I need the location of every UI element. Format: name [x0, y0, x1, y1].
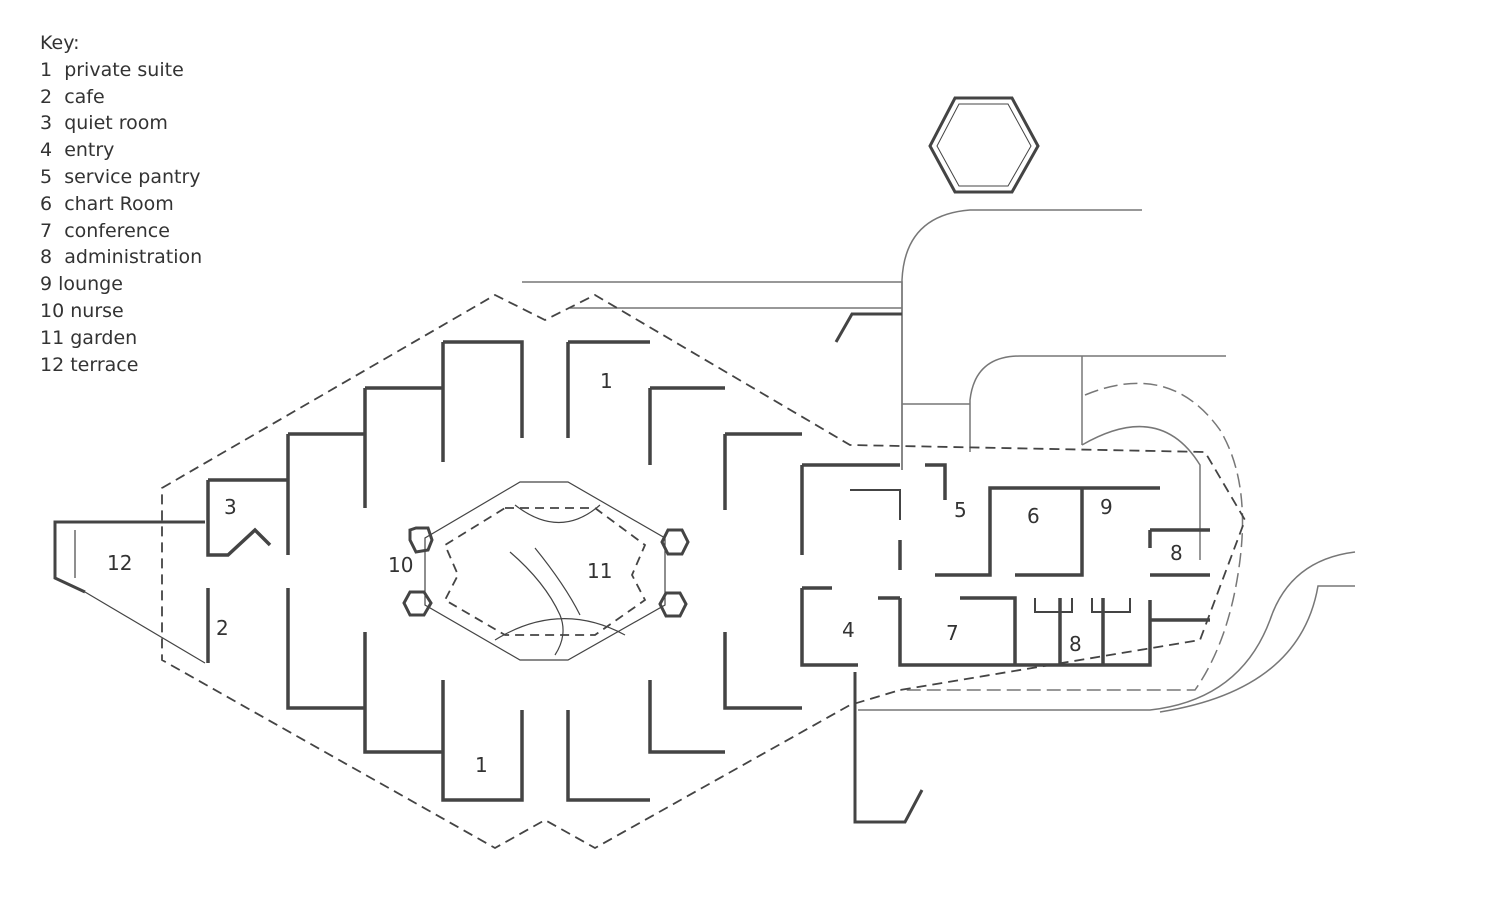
legend-item: 5 service pantry [40, 164, 202, 191]
legend-label: cafe [64, 85, 105, 108]
legend-item: 4 entry [40, 137, 202, 164]
legend-num: 10 [40, 299, 65, 322]
legend-label: conference [64, 219, 170, 242]
legend-item: 9 lounge [40, 271, 202, 298]
gazebo [928, 96, 1040, 194]
legend-label: private suite [64, 58, 184, 81]
room-label-administration: 8 [1170, 541, 1183, 565]
legend-num: 9 [40, 273, 53, 296]
wall [723, 632, 802, 710]
wall [441, 680, 524, 802]
context-line [969, 355, 1226, 452]
legend-num: 6 [40, 192, 53, 215]
context-line [1081, 425, 1201, 560]
legend-label: chart Room [64, 192, 174, 215]
terrace [53, 520, 206, 664]
legend-label: service pantry [64, 165, 201, 188]
legend-label: entry [64, 139, 115, 162]
legend-num: 11 [40, 326, 65, 349]
room-label-garden: 11 [587, 559, 612, 583]
legend-label: terrace [70, 353, 139, 376]
legend-label: lounge [58, 273, 123, 296]
legend-num: 5 [40, 165, 53, 188]
wall [443, 340, 524, 438]
context-line [853, 672, 924, 824]
room-labels: 1 1 2 3 4 5 6 7 8 8 9 10 11 12 [107, 369, 1183, 777]
room-label-cafe: 2 [216, 616, 229, 640]
legend-item: 12 terrace [40, 352, 202, 379]
legend-item: 3 quiet room [40, 110, 202, 137]
legend-num: 2 [40, 85, 53, 108]
legend-item: 8 administration [40, 244, 202, 271]
legend-item: 10 nurse [40, 298, 202, 325]
room-label-terrace: 12 [107, 551, 132, 575]
room-label-private-suite: 1 [600, 369, 613, 393]
garden-dashed-bed [443, 507, 647, 636]
legend-num: 8 [40, 246, 53, 269]
wall [935, 486, 1160, 577]
building-outline [161, 293, 1246, 850]
column-hexagon [408, 526, 434, 554]
wall [850, 489, 901, 520]
legend-item: 2 cafe [40, 84, 202, 111]
room-label-chart-room: 6 [1027, 504, 1040, 528]
legend-num: 7 [40, 219, 53, 242]
wall [363, 632, 443, 754]
context-line [901, 209, 1142, 470]
legend: Key: 1 private suite 2 cafe 3 quiet room… [40, 30, 202, 378]
context-line [834, 312, 902, 343]
room-label-quiet-room: 3 [224, 495, 237, 519]
room-label-nurse: 10 [388, 553, 413, 577]
legend-num: 1 [40, 58, 53, 81]
column-hexagon [660, 528, 690, 556]
legend-num: 12 [40, 353, 65, 376]
room-label-entry: 4 [842, 618, 855, 642]
legend-item: 11 garden [40, 325, 202, 352]
terrace-wall [53, 520, 205, 594]
legend-label: garden [70, 326, 138, 349]
room-label-conference: 7 [946, 621, 959, 645]
walls [206, 340, 1210, 802]
room-label-lounge: 9 [1100, 495, 1113, 519]
room-label-administration: 8 [1069, 632, 1082, 656]
garden [402, 481, 690, 661]
room-label-service-pantry: 5 [954, 498, 967, 522]
legend-title: Key: [40, 32, 80, 54]
wall [800, 588, 858, 667]
wall [1091, 598, 1131, 613]
gazebo-inner [936, 103, 1032, 187]
legend-item: 6 chart Room [40, 191, 202, 218]
wall [566, 710, 650, 802]
context-line [858, 551, 1356, 711]
wall [960, 596, 1017, 665]
site-context-lines [522, 209, 1356, 824]
legend-num: 4 [40, 139, 53, 162]
wall [286, 588, 365, 710]
terrace-edge [84, 591, 206, 664]
room-label-private-suite: 1 [475, 753, 488, 777]
context-line [1159, 585, 1355, 713]
wall [1015, 488, 1084, 577]
wall [206, 480, 272, 557]
wall [925, 463, 947, 500]
legend-item: 1 private suite [40, 57, 202, 84]
garden-courtyard [424, 481, 666, 661]
legend-item: 7 conference [40, 218, 202, 245]
column-hexagon [402, 590, 433, 617]
gazebo-outline [928, 96, 1040, 194]
legend-num: 3 [40, 112, 53, 135]
dashed-outline [161, 293, 1246, 850]
legend-label: administration [64, 246, 203, 269]
legend-label: nurse [70, 299, 124, 322]
wall [1034, 598, 1073, 613]
wall [898, 598, 1152, 667]
legend-label: quiet room [64, 112, 168, 135]
context-line [900, 382, 1244, 691]
garden-path [494, 504, 626, 656]
column-hexagon [658, 591, 688, 618]
wall [648, 680, 725, 754]
